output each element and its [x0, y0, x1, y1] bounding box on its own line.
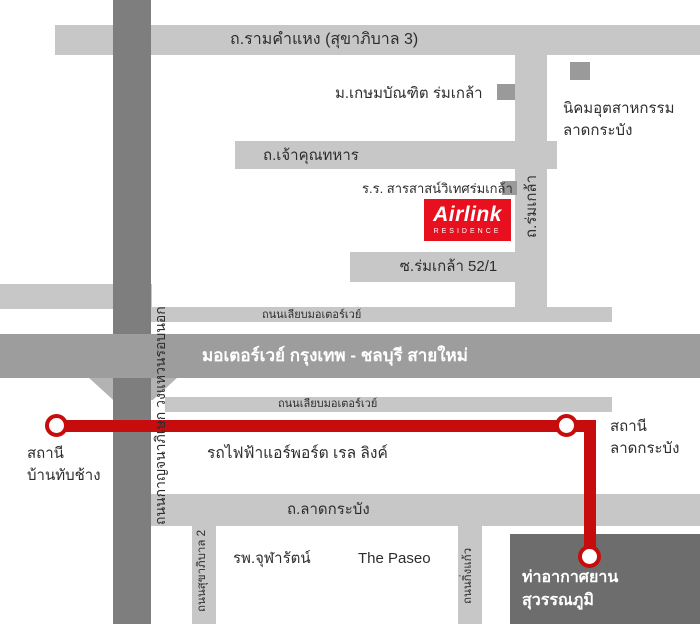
road-chao-khun-thahan-band — [235, 141, 557, 169]
label-station-ban-thap-chang: สถานี บ้านทับช้าง — [27, 443, 101, 487]
label-school: ร.ร. สารสาสน์วิเทศร่มเกล้า — [362, 181, 513, 196]
airlink-residence-logo: Airlink RESIDENCE — [424, 199, 511, 241]
label-ramkhamhaeng: ถ.รามคำแหง (สุขาภิบาล 3) — [230, 31, 419, 48]
rail-line-horizontal — [55, 420, 596, 432]
road-motorway-band — [0, 334, 700, 378]
school-marker-icon — [502, 181, 517, 195]
label-rail-line: รถไฟฟ้าแอร์พอร์ต เรล ลิงค์ — [207, 445, 388, 462]
station-ban-thap-chang-icon — [45, 414, 68, 437]
label-station-lat-krabang: สถานี ลาดกระบัง — [610, 416, 679, 460]
road-king-kaeo-band — [458, 526, 482, 624]
label-kanchanaphisek: ถนนกาญจนาภิเษก วงแหวนรอบนอก — [152, 306, 168, 525]
suvarnabhumi-airport-block: ท่าอากาศยาน สุวรรณภูมิ — [510, 534, 700, 624]
label-frontage-north: ถนนเลียบมอเตอร์เวย์ — [262, 309, 362, 321]
university-marker-icon — [497, 84, 515, 100]
label-the-paseo: The Paseo — [358, 550, 431, 567]
rail-line-vertical — [584, 420, 596, 565]
road-kanchanaphisek-band — [113, 0, 151, 624]
label-soi-romklao: ซ.ร่มเกล้า 52/1 — [399, 258, 498, 275]
label-university: ม.เกษมบัณฑิต ร่มเกล้า — [335, 85, 483, 102]
road-frontage-south-band — [165, 397, 612, 412]
label-sukhaphiban-2: ถนนสุขาภิบาล 2 — [196, 530, 208, 612]
label-king-kaeo: ถนนกิ่งแก้ว — [462, 547, 474, 604]
airport-label-line2: สุวรรณภูมิ — [522, 592, 594, 609]
label-romklao-road: ถ.ร่มเกล้า — [523, 174, 540, 238]
logo-brand-subtitle: RESIDENCE — [433, 228, 502, 235]
airport-label: ท่าอากาศยาน สุวรรณภูมิ — [522, 566, 618, 612]
label-motorway: มอเตอร์เวย์ กรุงเทพ - ชลบุรี สายใหม่ — [202, 346, 468, 365]
label-chao-khun-thahan: ถ.เจ้าคุณทหาร — [263, 147, 359, 164]
label-industrial-line2: ลาดกระบัง — [563, 122, 633, 139]
road-sukhaphiban-2-band — [192, 526, 216, 624]
road-soi-romklao-band — [350, 252, 547, 282]
station-lat-krabang-icon — [555, 414, 578, 437]
label-station-ban-thap-chang-line2: บ้านทับช้าง — [27, 467, 101, 484]
label-frontage-south: ถนนเลียบมอเตอร์เวย์ — [278, 398, 378, 410]
airport-label-line1: ท่าอากาศยาน — [522, 569, 619, 586]
road-frontage-north-band — [148, 307, 612, 322]
label-hospital: รพ.จุฬารัตน์ — [233, 550, 311, 567]
station-suvarnabhumi-icon — [578, 545, 601, 568]
label-station-ban-thap-chang-line1: สถานี — [27, 445, 64, 462]
label-station-lat-krabang-line2: ลาดกระบัง — [610, 440, 680, 457]
logo-brand-name: Airlink — [433, 203, 502, 226]
label-lat-krabang-road: ถ.ลาดกระบัง — [287, 501, 370, 518]
label-station-lat-krabang-line1: สถานี — [610, 418, 647, 435]
label-industrial-line1: นิคมอุตสาหกรรม — [563, 100, 675, 117]
label-industrial-estate: นิคมอุตสาหกรรม ลาดกระบัง — [563, 98, 674, 142]
road-ramkhamhaeng-band — [55, 25, 700, 55]
industrial-estate-marker-icon — [570, 62, 590, 80]
road-lat-krabang-band — [113, 494, 700, 526]
